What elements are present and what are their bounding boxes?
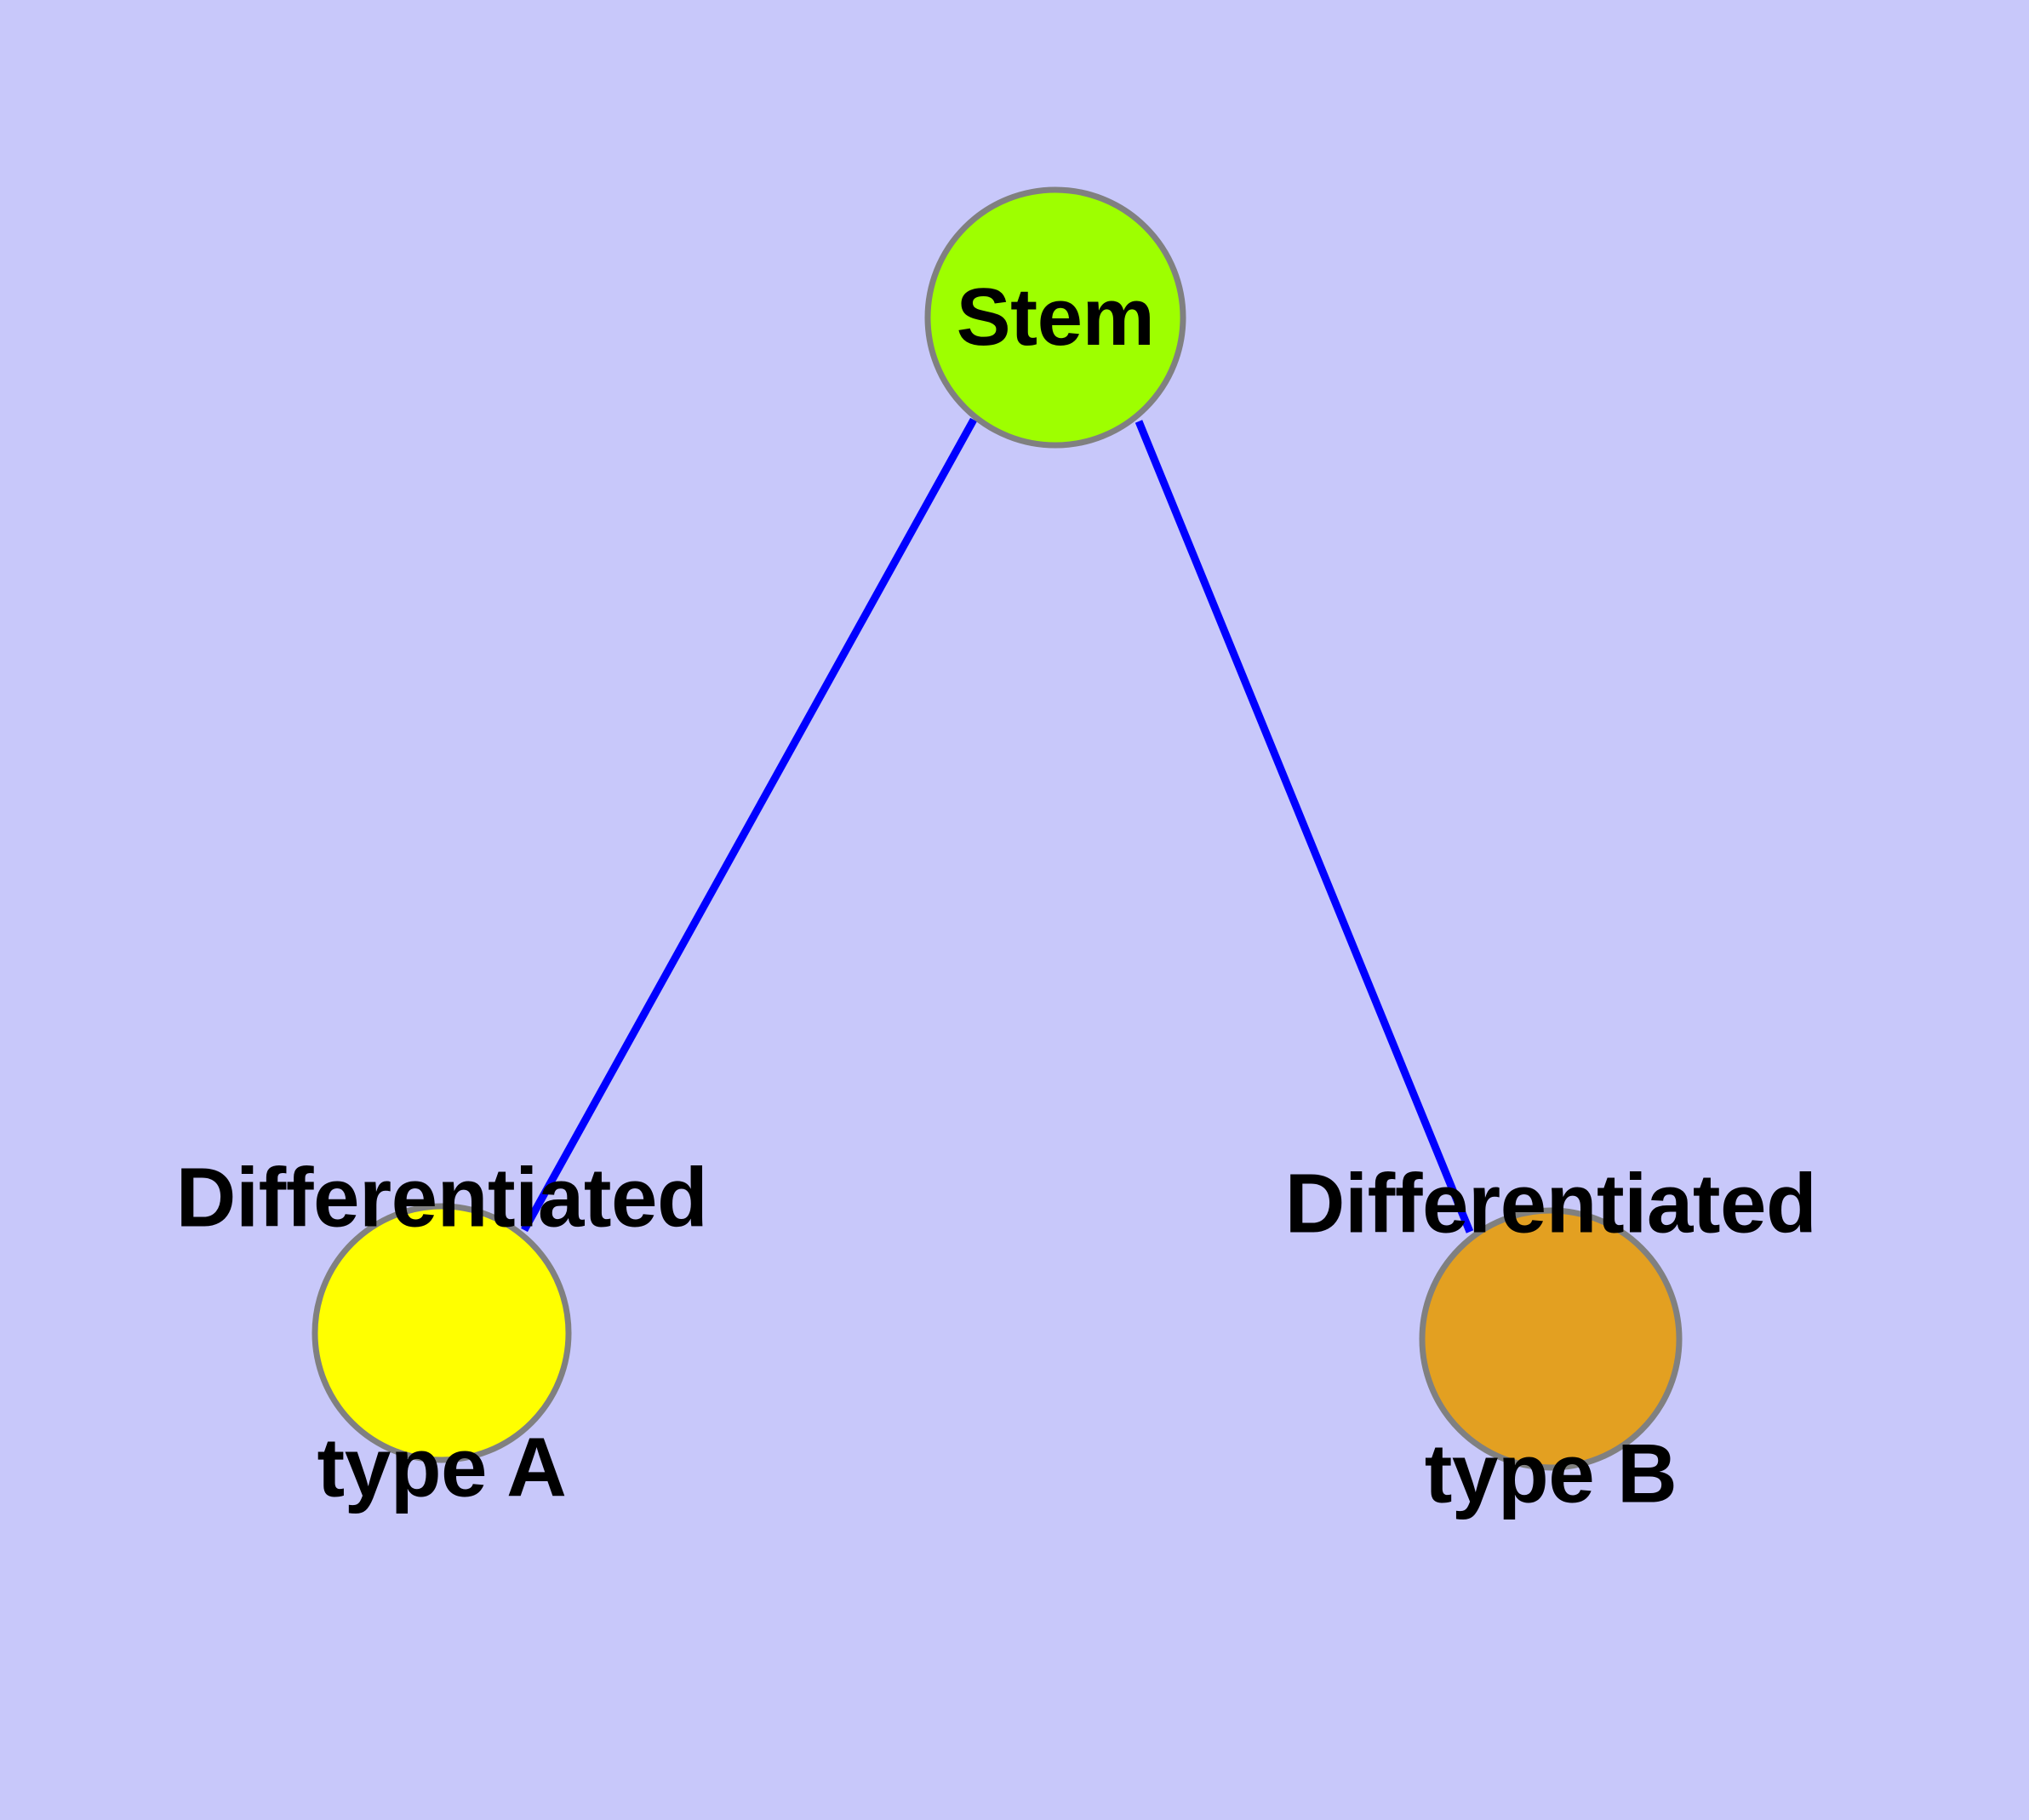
node-stem[interactable] bbox=[924, 186, 1186, 449]
edge-layer bbox=[521, 417, 1474, 1233]
edge-stem-to-differentiated-type-a bbox=[521, 417, 977, 1233]
edge-stem-to-differentiated-type-b bbox=[1135, 420, 1474, 1233]
node-layer bbox=[311, 186, 1683, 1471]
node-differentiated-type-b[interactable] bbox=[1419, 1207, 1683, 1471]
node-differentiated-type-a[interactable] bbox=[311, 1203, 572, 1463]
